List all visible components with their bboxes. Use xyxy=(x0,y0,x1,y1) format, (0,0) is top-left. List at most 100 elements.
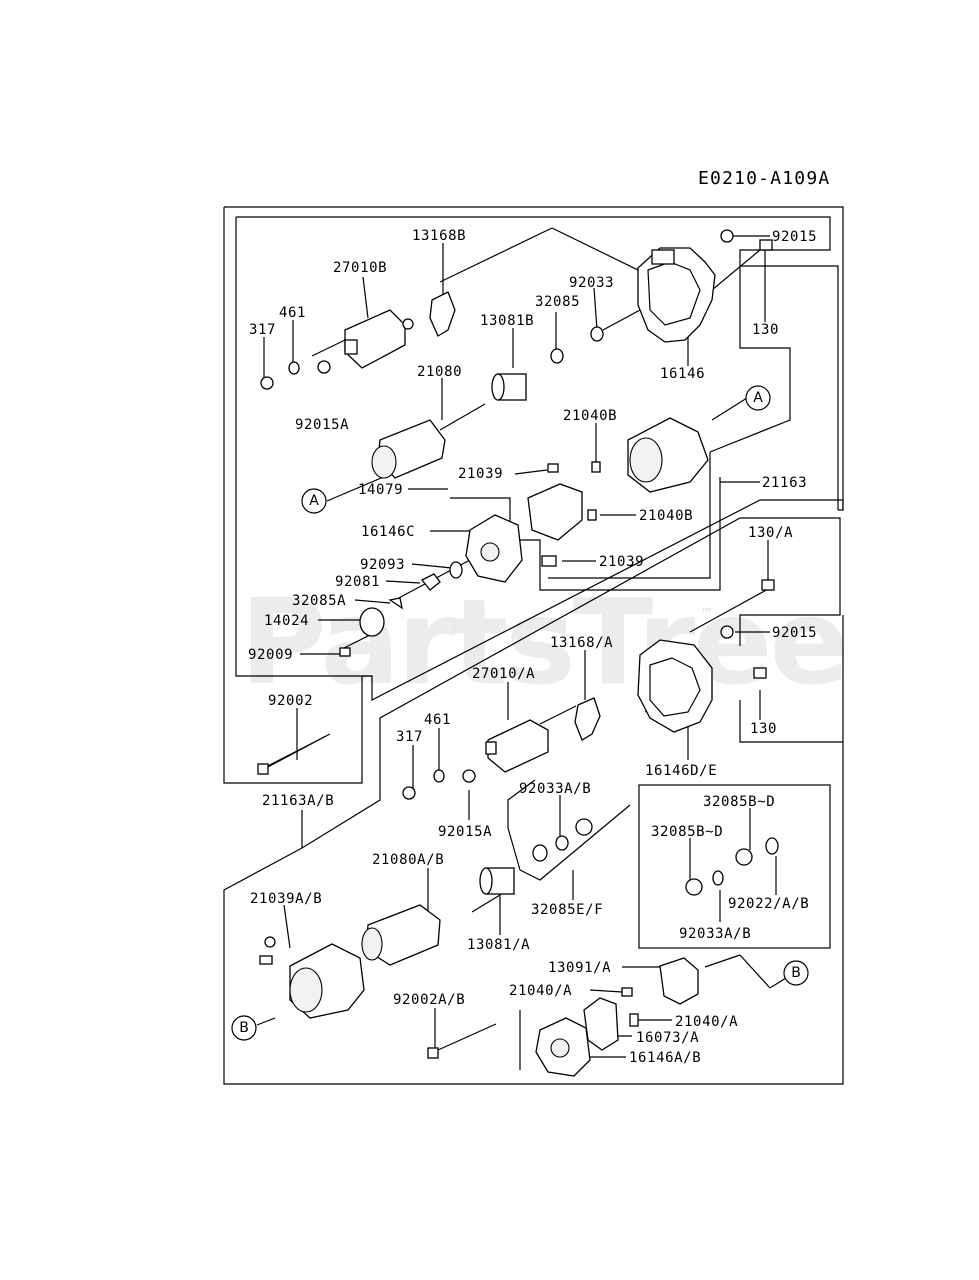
part-label: 32085B~D xyxy=(651,824,723,840)
part-label: 32085 xyxy=(535,294,580,310)
nut-92033ab-lower xyxy=(575,818,593,836)
washer-detail-box xyxy=(638,784,831,949)
part-label: 27010/A xyxy=(472,666,535,682)
part-label: 13081B xyxy=(480,313,534,329)
part-label: 21040B xyxy=(563,408,617,424)
part-label: 13081/A xyxy=(467,937,530,953)
part-label: 92093 xyxy=(360,557,405,573)
svg-text:B: B xyxy=(239,1020,249,1036)
part-label: 317 xyxy=(249,322,276,338)
collar-32085ef xyxy=(532,844,548,862)
solenoid-27010b xyxy=(344,309,414,369)
part-label: 92015A xyxy=(295,417,349,433)
collar-32085 xyxy=(550,348,564,364)
part-label: 32085E/F xyxy=(531,902,603,918)
end-cover-16146ab xyxy=(535,1017,591,1077)
part-label: 21080 xyxy=(417,364,462,380)
nut-317 xyxy=(260,376,274,390)
part-label: 16146D/E xyxy=(645,763,717,779)
washer-detail-2 xyxy=(712,870,724,886)
diagram-code: E0210-A109A xyxy=(698,168,830,189)
part-label: 92081 xyxy=(335,574,380,590)
part-label: 13091/A xyxy=(548,960,611,976)
part-label: 92015 xyxy=(772,229,817,245)
callout-b-right: B xyxy=(783,960,809,986)
part-label: 317 xyxy=(396,729,423,745)
bolt-head-130-upper xyxy=(759,239,773,251)
part-labels: 92015 13168B 27010B 92033 461 32085 130 … xyxy=(248,228,817,1066)
part-label: 21163 xyxy=(762,475,807,491)
yoke-21163ab xyxy=(259,936,365,1019)
spring-92081 xyxy=(420,573,441,591)
part-label: 92002A/B xyxy=(393,992,465,1008)
part-label: 21039A/B xyxy=(250,891,322,907)
part-label: 461 xyxy=(424,712,451,728)
leader-lines xyxy=(256,227,787,1058)
bolt-head-130a xyxy=(761,579,775,591)
svg-text:A: A xyxy=(753,390,763,406)
nut-317-lower xyxy=(402,786,416,800)
nut-detail-2 xyxy=(685,878,703,896)
lower-group-frame xyxy=(301,499,844,1070)
part-label: 21040B xyxy=(639,508,693,524)
washer-92022 xyxy=(765,837,779,855)
part-label: 461 xyxy=(279,305,306,321)
watermark-trademark: ™ xyxy=(700,606,714,622)
end-cover-16146c xyxy=(465,514,523,583)
part-label: 27010B xyxy=(333,260,387,276)
part-label: 92015A xyxy=(438,824,492,840)
washer-92033ab xyxy=(555,835,569,851)
part-label: 92033A/B xyxy=(679,926,751,942)
part-label: 130 xyxy=(752,322,779,338)
bolt-head-130-lower xyxy=(753,667,767,679)
part-label: 16146C xyxy=(361,524,415,540)
part-label: 92015 xyxy=(772,625,817,641)
callout-a-left: A xyxy=(301,488,327,514)
pinion-13081b xyxy=(491,373,527,401)
yoke-21163 xyxy=(627,417,709,493)
part-label: 21080A/B xyxy=(372,852,444,868)
part-label: 21039 xyxy=(458,466,503,482)
lever-13168b xyxy=(429,291,456,337)
part-label: 21039 xyxy=(599,554,644,570)
plate-16073a xyxy=(583,997,619,1051)
drive-housing-16146de xyxy=(637,639,713,733)
pinion-13081a xyxy=(479,867,515,895)
washer-461 xyxy=(288,361,300,375)
armature-21080 xyxy=(371,419,446,479)
solenoid-27010a xyxy=(485,719,549,773)
lever-13168a xyxy=(574,697,601,741)
drive-housing-16146 xyxy=(637,247,716,343)
nut-92015-upper xyxy=(720,229,734,243)
outer-frame xyxy=(223,206,844,1085)
part-label: 16146 xyxy=(660,366,705,382)
clip-32085a xyxy=(388,597,403,610)
parts xyxy=(257,229,779,1077)
nut-92015a xyxy=(317,360,331,374)
bolt-head-92002 xyxy=(257,763,269,775)
nut-92015a-lower xyxy=(462,769,476,783)
part-label: 14024 xyxy=(264,613,309,629)
callout-a-top: A xyxy=(745,385,771,411)
part-label: 130 xyxy=(750,721,777,737)
brush-holder-13091a xyxy=(659,957,699,1005)
part-label: 14079 xyxy=(358,482,403,498)
part-label: 13168/A xyxy=(550,635,613,651)
part-label: 92022/A/B xyxy=(728,896,809,912)
upper-group-frame xyxy=(235,216,839,677)
brush-21040a-1 xyxy=(621,987,633,997)
part-label: 92002 xyxy=(268,693,313,709)
svg-text:A: A xyxy=(309,493,319,509)
brush-holder xyxy=(527,461,601,567)
part-label: 21163A/B xyxy=(262,793,334,809)
brush-21040a-2 xyxy=(629,1013,639,1027)
part-label: 130/A xyxy=(748,525,793,541)
callout-b-left: B xyxy=(231,1015,257,1041)
washer-92093 xyxy=(449,561,463,579)
washer-92033 xyxy=(590,326,604,342)
nut-detail xyxy=(735,848,753,866)
washer-461-lower xyxy=(433,769,445,783)
screw-92009 xyxy=(339,647,351,657)
